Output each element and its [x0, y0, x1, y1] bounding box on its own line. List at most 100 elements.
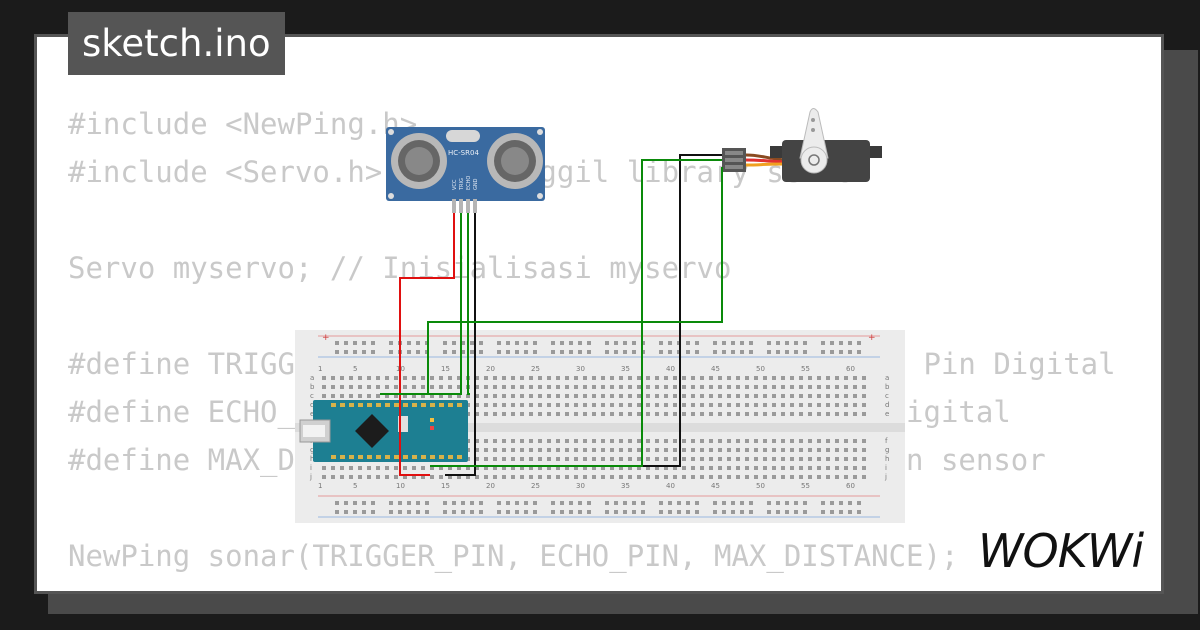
breadboard-hole	[740, 510, 744, 514]
breadboard-hole	[560, 350, 564, 354]
nano-pin	[403, 455, 408, 459]
nano-pin	[376, 403, 381, 407]
breadboard-hole	[713, 501, 717, 505]
column-numbers-bottom: 1 5 10 15 20 25 30 35 40 45 50 55 60	[318, 482, 855, 490]
breadboard-hole	[727, 412, 731, 416]
breadboard-hole	[407, 341, 411, 345]
breadboard-hole	[709, 376, 713, 380]
breadboard-hole	[799, 412, 803, 416]
breadboard-hole	[502, 466, 506, 470]
breadboard-hole	[421, 385, 425, 389]
breadboard-hole	[461, 510, 465, 514]
column-number: 1	[318, 482, 322, 490]
breadboard-hole	[610, 394, 614, 398]
breadboard-hole	[493, 376, 497, 380]
breadboard-hole	[673, 439, 677, 443]
breadboard-hole	[749, 510, 753, 514]
breadboard-hole	[695, 350, 699, 354]
breadboard-hole	[344, 341, 348, 345]
breadboard-hole	[862, 475, 866, 479]
breadboard-hole	[844, 457, 848, 461]
breadboard-hole	[574, 403, 578, 407]
breadboard-hole	[452, 501, 456, 505]
breadboard-hole	[533, 341, 537, 345]
breadboard-hole	[416, 501, 420, 505]
breadboard-hole	[664, 439, 668, 443]
breadboard-hole	[700, 448, 704, 452]
breadboard-hole	[448, 385, 452, 389]
breadboard-hole	[817, 448, 821, 452]
breadboard-hole	[475, 457, 479, 461]
breadboard-hole	[515, 501, 519, 505]
breadboard-hole	[736, 439, 740, 443]
breadboard-hole	[691, 475, 695, 479]
breadboard-hole	[583, 412, 587, 416]
transducer-center	[405, 147, 433, 175]
breadboard-hole	[623, 501, 627, 505]
row-letter: b	[885, 383, 890, 391]
sensor-pin	[459, 199, 463, 213]
nano-pin	[421, 455, 426, 459]
breadboard-hole	[371, 350, 375, 354]
breadboard-hole	[637, 412, 641, 416]
breadboard-hole	[853, 475, 857, 479]
breadboard-hole	[673, 475, 677, 479]
breadboard-hole	[556, 466, 560, 470]
column-number: 15	[441, 482, 450, 490]
crystal-icon	[446, 130, 480, 142]
breadboard-hole	[826, 466, 830, 470]
breadboard-hole	[862, 385, 866, 389]
breadboard-hole	[506, 501, 510, 505]
breadboard-hole	[754, 412, 758, 416]
breadboard-hole	[718, 376, 722, 380]
code-line: NewPing sonar(TRIGGER_PIN, ECHO_PIN, MAX…	[68, 539, 959, 573]
breadboard-hole	[574, 385, 578, 389]
breadboard-hole	[691, 412, 695, 416]
breadboard-hole	[718, 457, 722, 461]
breadboard-hole	[506, 510, 510, 514]
breadboard-hole	[646, 385, 650, 389]
breadboard-hole	[574, 475, 578, 479]
nano-pin	[448, 455, 453, 459]
breadboard-hole	[344, 501, 348, 505]
breadboard-hole	[749, 501, 753, 505]
row-letter: d	[885, 401, 889, 409]
breadboard-hole	[439, 466, 443, 470]
nano-board	[313, 400, 468, 462]
breadboard-hole	[853, 376, 857, 380]
breadboard-hole	[844, 448, 848, 452]
breadboard-hole	[835, 376, 839, 380]
breadboard-hole	[448, 466, 452, 470]
breadboard-hole	[686, 341, 690, 345]
breadboard-hole	[637, 385, 641, 389]
breadboard-hole	[745, 385, 749, 389]
breadboard-hole	[574, 376, 578, 380]
breadboard-hole	[763, 457, 767, 461]
breadboard-hole	[583, 376, 587, 380]
nano-pin	[394, 455, 399, 459]
breadboard-hole	[731, 350, 735, 354]
nano-pin	[457, 455, 462, 459]
breadboard-hole	[538, 412, 542, 416]
breadboard-hole	[736, 394, 740, 398]
nano-pin	[331, 455, 336, 459]
breadboard-hole	[835, 466, 839, 470]
breadboard-hole	[547, 385, 551, 389]
breadboard-hole	[349, 466, 353, 470]
breadboard-hole	[547, 448, 551, 452]
breadboard-hole	[475, 466, 479, 470]
breadboard-hole	[853, 403, 857, 407]
breadboard-hole	[628, 394, 632, 398]
breadboard-hole	[790, 448, 794, 452]
row-letter: j	[309, 473, 312, 481]
breadboard-hole	[835, 475, 839, 479]
breadboard-hole	[691, 448, 695, 452]
breadboard-hole	[857, 350, 861, 354]
breadboard-hole	[538, 403, 542, 407]
breadboard-hole	[677, 501, 681, 505]
breadboard-hole	[821, 510, 825, 514]
breadboard-hole	[772, 475, 776, 479]
breadboard-hole	[511, 403, 515, 407]
breadboard-hole	[425, 510, 429, 514]
breadboard-hole	[808, 412, 812, 416]
